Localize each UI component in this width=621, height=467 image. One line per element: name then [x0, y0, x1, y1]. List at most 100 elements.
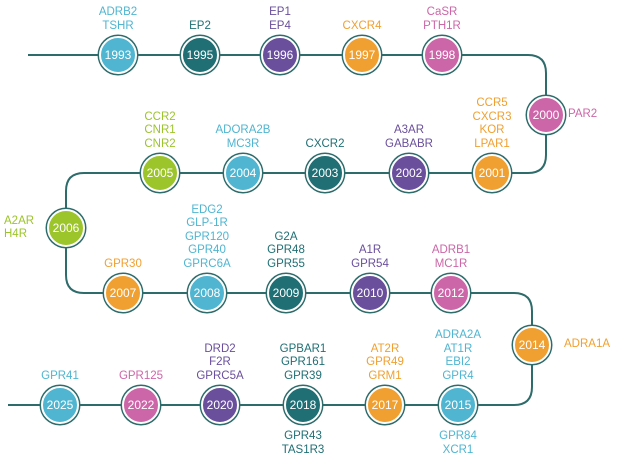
receptor-label: GPR125	[118, 369, 164, 382]
milestone-node: 2014	[513, 326, 551, 364]
milestone-node: 2006	[47, 209, 85, 247]
receptor-label: GPR39	[284, 369, 322, 382]
milestone-node: 2009	[267, 274, 305, 312]
receptor-label: PAR2	[568, 108, 598, 121]
receptor-label: LPAR1	[474, 137, 510, 150]
receptor-label: CXCR4	[342, 19, 382, 32]
milestone-node: 2025	[41, 386, 79, 424]
receptor-label: TSHR	[102, 19, 134, 32]
receptor-label: A2AR	[4, 214, 35, 227]
receptor-label: GLP-1R	[186, 217, 228, 229]
receptor-label: CXCR3	[472, 110, 512, 123]
receptor-label: GPR41	[41, 369, 79, 382]
milestone-node: 1996	[261, 36, 299, 74]
receptor-label: EDG2	[191, 203, 223, 216]
receptor-label: GPR55	[267, 257, 305, 270]
milestone-node: 1998	[423, 36, 461, 74]
receptor-label: ADRB1	[431, 244, 471, 256]
receptor-label: ADORA2B	[215, 124, 271, 136]
receptor-label-group: ADRA1A	[564, 338, 610, 352]
receptor-label: CCR5	[476, 97, 508, 109]
receptor-label: MC1R	[434, 257, 468, 270]
milestone-node: 1997	[343, 36, 381, 74]
receptor-label-group: PAR2	[568, 108, 597, 122]
receptor-label: GPBAR1	[279, 342, 327, 355]
milestone-node: 2004	[224, 154, 262, 192]
receptor-label: EBI2	[445, 356, 471, 368]
receptor-label: PTH1R	[423, 19, 461, 32]
receptor-label: EP4	[269, 19, 291, 32]
receptor-label: CCR2	[144, 110, 176, 123]
receptor-label-group: CXCR2	[306, 138, 345, 152]
receptor-label: H4R	[4, 228, 28, 240]
receptor-label: G2A	[274, 230, 298, 243]
milestone-node: 2000	[527, 96, 565, 134]
milestone-node: 2017	[366, 386, 404, 424]
milestone-node: 2022	[122, 386, 160, 424]
receptor-label: ADRA2A	[434, 329, 482, 341]
milestone-node: 2012	[432, 274, 470, 312]
receptor-label: EP2	[189, 19, 211, 32]
receptor-label: CNR1	[144, 124, 176, 136]
receptor-label: EP1	[269, 6, 291, 18]
milestone-node: 2003	[306, 154, 344, 192]
receptor-label: GPR40	[188, 244, 226, 256]
receptor-label: CaSR	[426, 6, 458, 18]
receptor-label: MC3R	[226, 137, 260, 150]
milestone-node: 1995	[181, 36, 219, 74]
receptor-label: DRD2	[204, 342, 236, 355]
receptor-label: GABABR	[385, 137, 433, 150]
receptor-label: A3AR	[393, 124, 425, 136]
receptor-label: TAS1R3	[281, 443, 325, 456]
milestone-node: 1993	[99, 36, 137, 74]
receptor-label: GPR120	[184, 230, 230, 243]
milestone-node: 2018	[284, 386, 322, 424]
receptor-label: CXCR2	[305, 137, 345, 150]
receptor-label: GRM1	[368, 369, 402, 382]
milestone-node: 2008	[188, 274, 226, 312]
receptor-label: AT2R	[370, 342, 400, 355]
receptor-label: KOR	[479, 124, 505, 136]
receptor-label: ADRB2	[98, 6, 138, 18]
receptor-label: A1R	[358, 244, 382, 256]
receptor-label-group: GPR41	[41, 370, 79, 384]
receptor-label: XCR1	[442, 443, 474, 456]
receptor-label: GPR4	[442, 369, 474, 382]
milestone-node: 2001	[473, 154, 511, 192]
receptor-label: GPR54	[351, 257, 389, 270]
receptor-label: ADRA1A	[564, 338, 611, 351]
receptor-label: GPR43	[284, 430, 322, 442]
receptor-label: GPRC5A	[196, 369, 244, 382]
receptor-label: GPR30	[104, 257, 142, 270]
receptor-label: GPR161	[280, 356, 326, 368]
receptor-label: GPR84	[439, 430, 477, 442]
receptor-label: GPR49	[366, 356, 404, 368]
milestone-node: 2010	[351, 274, 389, 312]
milestone-node: 2005	[141, 154, 179, 192]
milestone-node: 2015	[439, 386, 477, 424]
receptor-label: GPR48	[267, 244, 305, 256]
receptor-label-group: EP2	[189, 20, 211, 34]
receptor-label: GPRC6A	[183, 257, 231, 270]
milestone-node: 2020	[201, 386, 239, 424]
receptor-label-group: CXCR4	[343, 20, 382, 34]
receptor-label: AT1R	[443, 342, 473, 355]
